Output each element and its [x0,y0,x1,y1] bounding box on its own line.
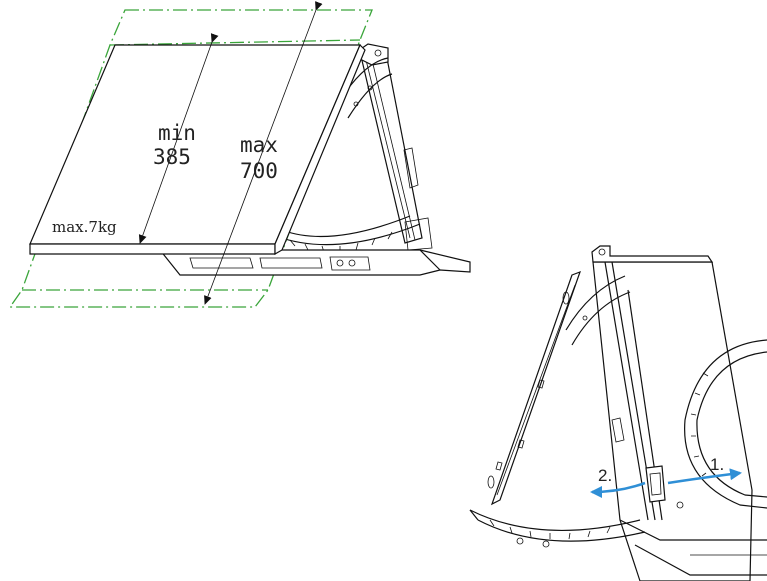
max-value: 700 [240,159,278,183]
max-dimension-line [204,1,323,305]
min-dimension-line [138,33,219,244]
hood-with-panel-view: min 385 max 700 max.7kg [8,1,471,308]
max-label: max [240,133,278,157]
max-weight-label: max.7kg [52,218,117,236]
arrow-step-2 [590,481,646,498]
step-2-label: 2. [598,466,612,485]
panel-release-detail-view: 1. 2. [469,245,767,581]
step-1-label: 1. [710,455,724,474]
min-value: 385 [153,145,191,169]
min-label: min [158,121,196,145]
arrow-step-1 [667,468,742,485]
